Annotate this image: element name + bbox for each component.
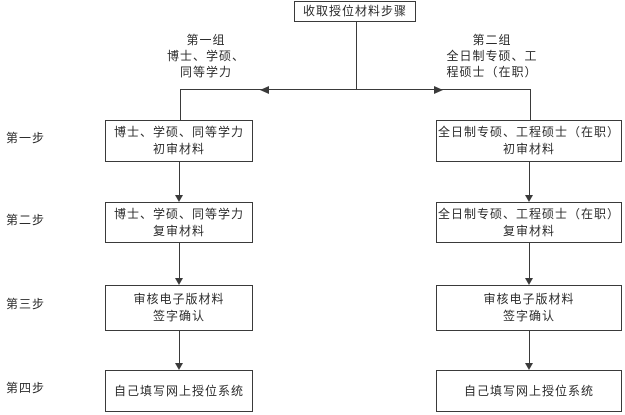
box-text-line: 签字确认: [152, 309, 205, 323]
box-text-line: 复审材料: [152, 223, 205, 238]
title-text: 收取授位材料步骤: [302, 4, 407, 18]
flowchart-box-left-step1: 博士、学硕、同等学力 初审材料: [105, 120, 253, 162]
box-text-line: 自己填写网上授位系统: [113, 383, 244, 398]
connector-left-1-2: [179, 162, 180, 196]
box-text-line: 审核电子版材料: [133, 292, 225, 306]
arrowhead-down-icon: [525, 278, 533, 285]
step-label-1: 第一步: [6, 131, 46, 145]
connector-left-drop: [180, 89, 181, 120]
flowchart-box-left-step2: 博士、学硕、同等学力 复审材料: [105, 202, 253, 243]
arrowhead-left-icon: [260, 86, 269, 94]
flowchart-box-right-step2: 全日制专硕、工程硕士（在职） 复审材料: [436, 202, 622, 243]
group-right-line1: 第二组: [472, 33, 512, 47]
box-text-line: 初审材料: [502, 142, 555, 156]
connector-right-1-2: [529, 162, 530, 196]
arrowhead-right-icon: [434, 86, 443, 94]
step-label-3: 第三步: [6, 297, 46, 311]
group-left-line2: 博士、学硕、: [166, 49, 245, 63]
group-left-line1: 第一组: [186, 33, 226, 47]
connector-right-3-4: [529, 331, 530, 364]
connector-branch-horizontal: [180, 89, 530, 90]
arrowhead-down-icon: [175, 363, 183, 370]
group-right-line3: 程硕士（在职）: [446, 65, 538, 79]
box-text-line: 博士、学硕、同等学力: [113, 206, 244, 221]
box-text-line: 签字确认: [502, 309, 555, 323]
connector-right-2-3: [529, 243, 530, 279]
flowchart-box-right-step4: 自己填写网上授位系统: [436, 370, 622, 412]
box-text-line: 自己填写网上授位系统: [463, 383, 594, 398]
group-label-right: 第二组 全日制专硕、工 程硕士（在职）: [428, 32, 556, 80]
connector-trunk-vertical: [356, 22, 357, 89]
box-text-line: 全日制专硕、工程硕士（在职）: [437, 125, 620, 139]
arrowhead-down-icon: [525, 363, 533, 370]
flowchart-box-left-step4: 自己填写网上授位系统: [105, 370, 253, 412]
step-label-4: 第四步: [6, 381, 46, 395]
connector-left-3-4: [179, 331, 180, 364]
arrowhead-down-icon: [175, 195, 183, 202]
flowchart-box-right-step3: 审核电子版材料 签字确认: [436, 285, 622, 331]
arrowhead-down-icon: [175, 278, 183, 285]
arrowhead-down-icon: [525, 195, 533, 202]
box-text-line: 复审材料: [502, 223, 555, 238]
flowchart-box-title: 收取授位材料步骤: [294, 1, 416, 22]
box-text-line: 全日制专硕、工程硕士（在职）: [437, 206, 620, 221]
flowchart-box-right-step1: 全日制专硕、工程硕士（在职） 初审材料: [436, 120, 622, 162]
connector-left-2-3: [179, 243, 180, 279]
step-label-2: 第二步: [6, 213, 46, 227]
group-left-line3: 同等学力: [179, 65, 232, 79]
group-label-left: 第一组 博士、学硕、 同等学力: [148, 32, 264, 80]
box-text-line: 审核电子版材料: [483, 292, 575, 306]
box-text-line: 博士、学硕、同等学力: [113, 125, 244, 139]
connector-right-drop: [530, 89, 531, 120]
box-text-line: 初审材料: [152, 142, 205, 156]
group-right-line2: 全日制专硕、工: [446, 49, 538, 63]
flowchart-box-left-step3: 审核电子版材料 签字确认: [105, 285, 253, 331]
